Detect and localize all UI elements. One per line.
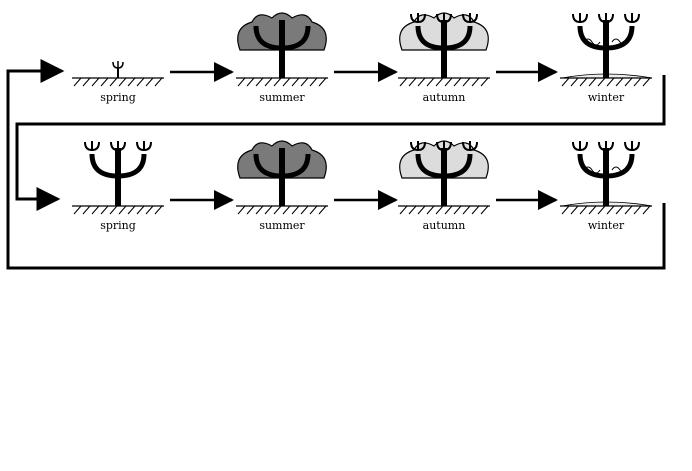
loop-row1-to-row2	[15, 75, 666, 211]
stage-2-summer: summer	[236, 140, 328, 232]
ground-hatch	[72, 77, 164, 87]
ground-hatch	[72, 205, 164, 215]
season-label: summer	[259, 219, 305, 232]
bare-tree-icon	[84, 141, 152, 206]
ground-hatch	[236, 205, 328, 215]
season-label: autumn	[423, 91, 466, 104]
stage-1-autumn: autumn	[398, 12, 490, 104]
ground-hatch	[560, 205, 652, 215]
season-label: autumn	[423, 219, 466, 232]
ground-hatch	[560, 77, 652, 87]
arrow-layer	[170, 62, 558, 210]
winter-tree-icon	[561, 13, 653, 79]
ground-hatch	[398, 205, 490, 215]
stage-1-spring: spring	[72, 61, 164, 104]
season-label: spring	[100, 219, 136, 232]
season-label: winter	[588, 91, 625, 104]
winter-tree-icon	[561, 141, 653, 207]
autumn-tree-icon	[399, 140, 489, 206]
summer-tree-icon	[237, 140, 327, 206]
loop-row2-to-row1	[6, 59, 666, 270]
stage-2-winter: winter	[560, 141, 653, 232]
season-label: spring	[100, 91, 136, 104]
stage-2-autumn: autumn	[398, 140, 490, 232]
ground-hatch	[236, 77, 328, 87]
season-label: winter	[588, 219, 625, 232]
summer-tree-icon	[237, 12, 327, 78]
sprout-icon	[112, 61, 124, 78]
autumn-tree-icon	[399, 12, 489, 78]
ground-hatch	[398, 77, 490, 87]
stage-1-summer: summer	[236, 12, 328, 104]
stage-2-spring: spring	[72, 141, 164, 232]
season-label: summer	[259, 91, 305, 104]
cycle-connectors	[6, 59, 666, 270]
stage-layer: spring summer autumn winter spring summer autu…	[72, 12, 653, 232]
stage-1-winter: winter	[560, 13, 653, 104]
